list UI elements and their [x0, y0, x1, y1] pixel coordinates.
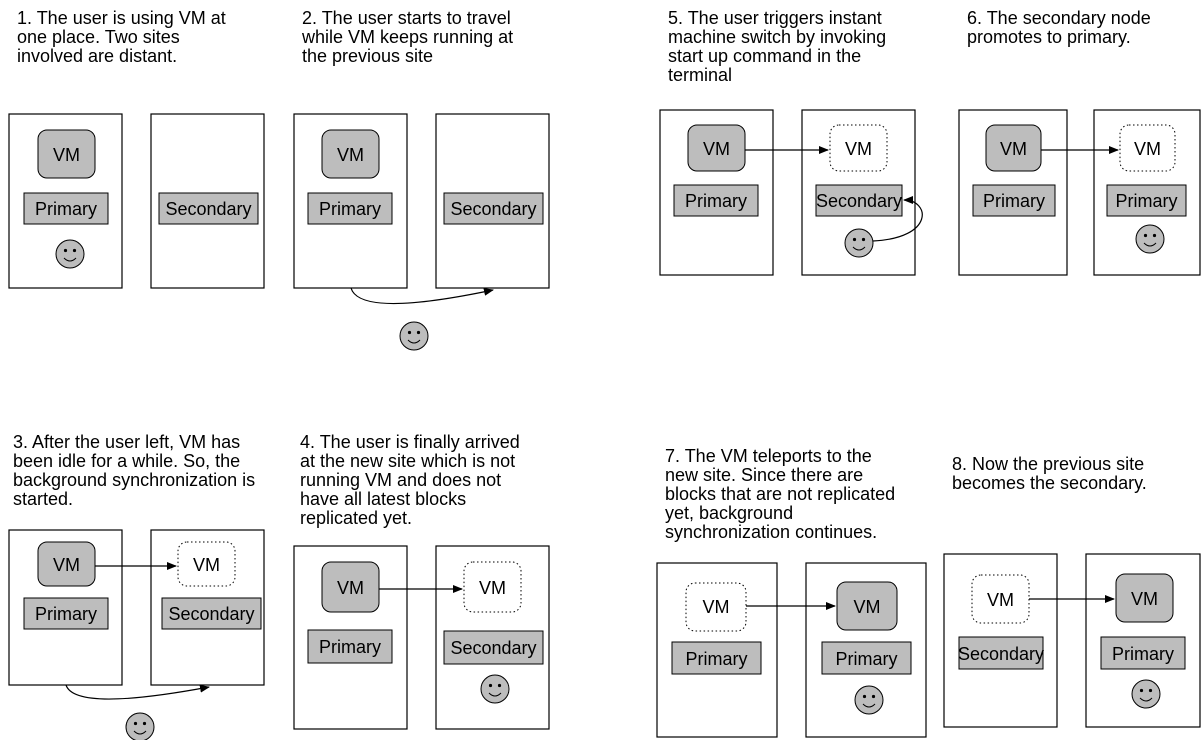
secondary-box: [958, 636, 1044, 670]
secondary-box: [815, 184, 903, 217]
vm-box: [836, 581, 898, 631]
user-face-icon: [55, 239, 85, 269]
secondary-label: Secondary: [168, 604, 254, 624]
vm-replica-box: [829, 124, 888, 172]
secondary-label: Secondary: [958, 644, 1044, 664]
secondary-box: [443, 192, 544, 225]
primary-box: [821, 641, 912, 675]
primary-box: [671, 641, 762, 675]
user-face-icon: [480, 674, 510, 704]
primary-label: Primary: [836, 649, 898, 669]
primary-box: [1100, 636, 1186, 670]
vm-box: [321, 129, 380, 179]
primary-label: Primary: [686, 649, 748, 669]
travel-arrow: [350, 287, 494, 305]
vm-label: VM: [337, 578, 364, 598]
user-face-icon: [1135, 224, 1165, 254]
primary-label: Primary: [319, 637, 381, 657]
secondary-box: [443, 630, 544, 665]
primary-box: [307, 629, 393, 664]
vm-label: VM: [1131, 589, 1158, 609]
vm-box: [1115, 573, 1174, 623]
vm-box: [687, 124, 746, 172]
vm-label: VM: [1000, 139, 1027, 159]
primary-box: [307, 192, 393, 225]
vm-box: [37, 129, 96, 179]
vm-label: VM: [337, 145, 364, 165]
panel-3: VM Primary VM Secondary: [8, 529, 265, 740]
user-face-icon: [854, 685, 884, 715]
vm-label: VM: [53, 145, 80, 165]
vm-ghost-box: [685, 582, 747, 632]
panel-8: VM Secondary VM Primary: [943, 553, 1201, 728]
vm-replica-label: VM: [1134, 139, 1161, 159]
primary-label: Primary: [685, 191, 747, 211]
user-face-icon: [844, 228, 874, 258]
primary-label: Primary: [319, 199, 381, 219]
vm-replica-label: VM: [479, 578, 506, 598]
panel-5: VM Primary VM Secondary: [659, 109, 923, 276]
panel-7: VM Primary VM Primary: [656, 562, 927, 738]
panel-6: VM Primary VM Primary: [958, 109, 1201, 276]
primary-label: Primary: [35, 604, 97, 624]
vm-box: [37, 541, 96, 587]
vm-replica-label: VM: [987, 590, 1014, 610]
vm-replica-box: [177, 541, 236, 587]
primary-label: Primary: [35, 199, 97, 219]
vm-ghost-label: VM: [703, 597, 730, 617]
primary-label: Primary: [983, 191, 1045, 211]
command-arrow: [872, 196, 923, 242]
vm-replica-box: [1119, 124, 1176, 172]
vm-label: VM: [53, 555, 80, 575]
secondary-label: Secondary: [165, 199, 251, 219]
vm-replica-label: VM: [193, 555, 220, 575]
travel-arrow: [65, 684, 210, 700]
vm-label: VM: [854, 597, 881, 617]
panel-4: VM Primary VM Secondary: [293, 545, 550, 730]
panel-1: VM Primary Secondary: [8, 113, 265, 289]
primary-box: [972, 184, 1056, 217]
vm-box: [321, 561, 380, 613]
vm-replica-box: [463, 561, 522, 613]
secondary-label: Secondary: [816, 191, 902, 211]
panel-2: VM Primary Secondary: [293, 113, 550, 351]
vm-label: VM: [703, 139, 730, 159]
secondary-box: [161, 597, 262, 630]
secondary-label: Secondary: [450, 638, 536, 658]
vm-box: [985, 124, 1042, 172]
secondary-label: Secondary: [450, 199, 536, 219]
user-face-icon: [1131, 679, 1161, 709]
primary-label: Primary: [1116, 191, 1178, 211]
primary-label: Primary: [1112, 644, 1174, 664]
primary-box: [23, 597, 109, 630]
secondary-box: [158, 192, 259, 225]
user-face-icon: [399, 321, 429, 351]
user-face-icon: [125, 712, 155, 740]
vm-replica-label: VM: [845, 139, 872, 159]
primary-box: [673, 184, 759, 217]
primary-box: [1106, 184, 1187, 217]
primary-box: [23, 192, 109, 225]
